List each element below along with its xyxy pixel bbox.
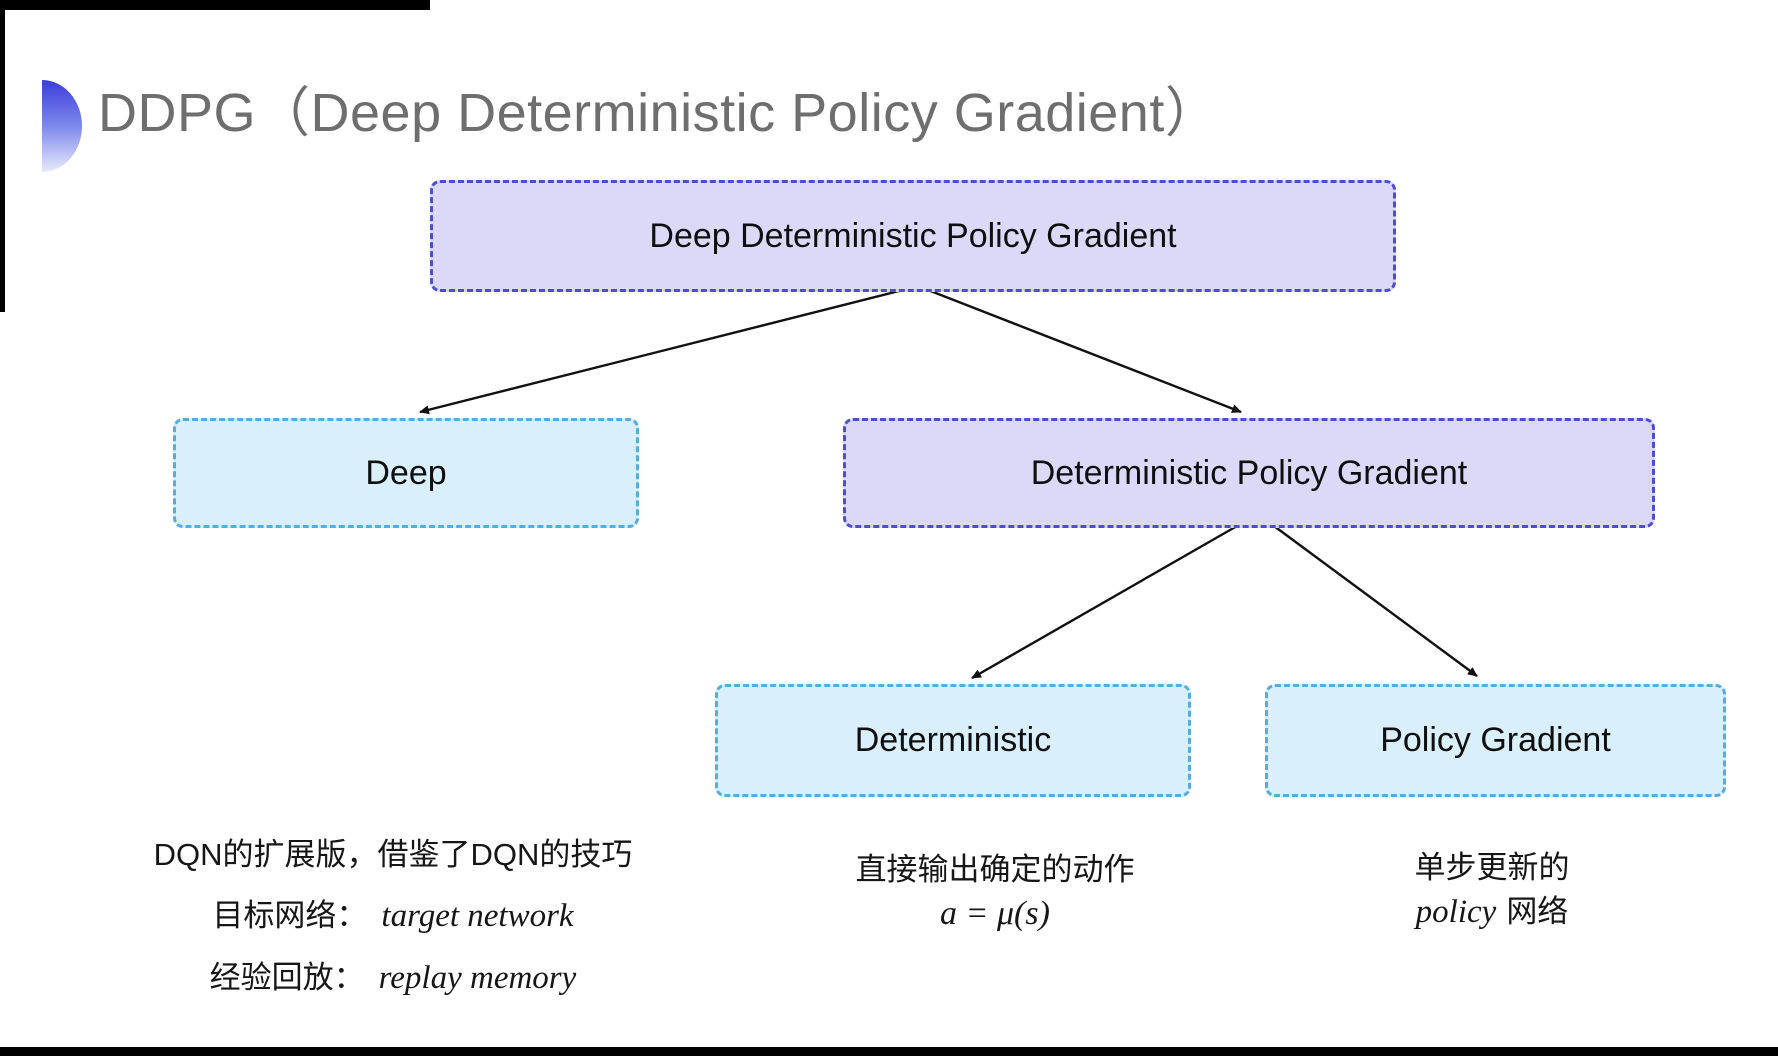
arrow-dpg-to-deterministic [971,524,1238,680]
bottom-letterbox-bar [0,1047,1778,1056]
annotation-line: 经验回放： replay memory [110,947,676,1009]
annotation-deterministic: 直接输出确定的动作 a = μ(s) [745,848,1245,936]
node-deep: Deep [173,418,639,528]
annotation-line: DQN的扩展版，借鉴了DQN的技巧 [153,837,633,872]
annotation-line: policy 网络 [1292,890,1692,934]
annotation-line: 直接输出确定的动作 [855,852,1135,887]
node-policy-gradient: Policy Gradient [1265,684,1726,797]
node-label: Deep [365,453,447,492]
arrow-root-to-deep [419,288,904,415]
annotation-term: policy [1415,894,1497,930]
annotation-label: 目标网络： [212,898,368,933]
annotation-deep: DQN的扩展版，借鉴了DQN的技巧 目标网络： target network 经验… [110,824,676,1009]
node-label: Deep Deterministic Policy Gradient [649,216,1177,255]
top-letterbox-bar [0,0,430,10]
page-title: DDPG（Deep Deterministic Policy Gradient） [98,83,1220,143]
node-label: Policy Gradient [1380,721,1611,759]
annotation-term: replay memory [378,960,577,996]
node-deterministic-policy-gradient: Deterministic Policy Gradient [843,418,1655,528]
arrow-dpg-to-policy-gradient [1273,525,1478,677]
annotation-line: 单步更新的 [1414,850,1570,885]
annotation-line: 目标网络： target network [110,885,676,947]
arrow-root-to-dpg [927,288,1242,414]
annotation-suffix: 网络 [1506,894,1569,929]
annotation-policy-gradient: 单步更新的 policy 网络 [1292,846,1692,934]
node-deep-deterministic-policy-gradient: Deep Deterministic Policy Gradient [430,180,1396,292]
left-edge-bar [0,0,5,312]
node-label: Deterministic [854,721,1052,759]
annotation-formula: a = μ(s) [940,895,1050,932]
node-label: Deterministic Policy Gradient [1030,453,1468,492]
node-deterministic: Deterministic [715,684,1191,797]
annotation-label: 经验回放： [209,960,365,995]
annotation-term: target network [381,898,574,934]
